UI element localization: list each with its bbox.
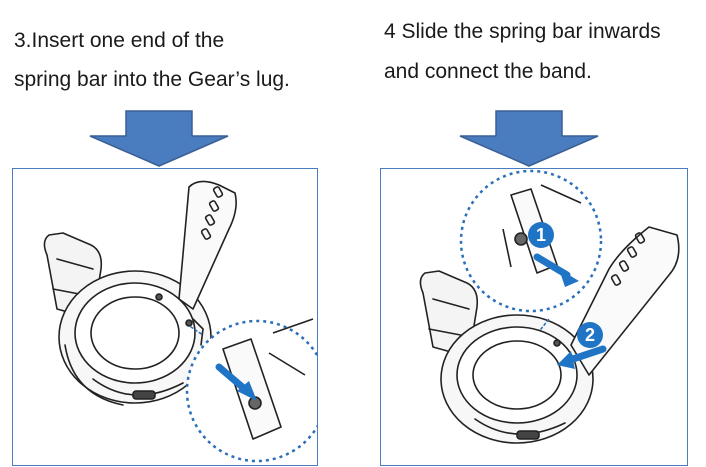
down-arrow-icon xyxy=(459,110,599,167)
step-3-caption-line-1: 3.Insert one end of the xyxy=(14,29,225,52)
step-4-illustration-panel: 1 2 xyxy=(380,168,688,466)
watch-spring-bar-insert-illustration-icon xyxy=(43,180,317,463)
step-4-caption-line-2: and connect the band. xyxy=(384,60,592,83)
step-marker-2-badge: 2 xyxy=(577,322,603,348)
step-marker-1-badge: 1 xyxy=(528,222,554,248)
step-4-caption-line-1: 4 Slide the spring bar inwards xyxy=(384,20,661,43)
watch-band-connect-illustration-icon xyxy=(419,169,680,444)
step-marker-1-label: 1 xyxy=(535,225,546,245)
step-marker-2-label: 2 xyxy=(584,325,595,345)
step-3-caption-line-2: spring bar into the Gear’s lug. xyxy=(14,68,290,91)
step-3-illustration-panel xyxy=(12,168,318,466)
down-arrow-icon xyxy=(89,110,229,167)
